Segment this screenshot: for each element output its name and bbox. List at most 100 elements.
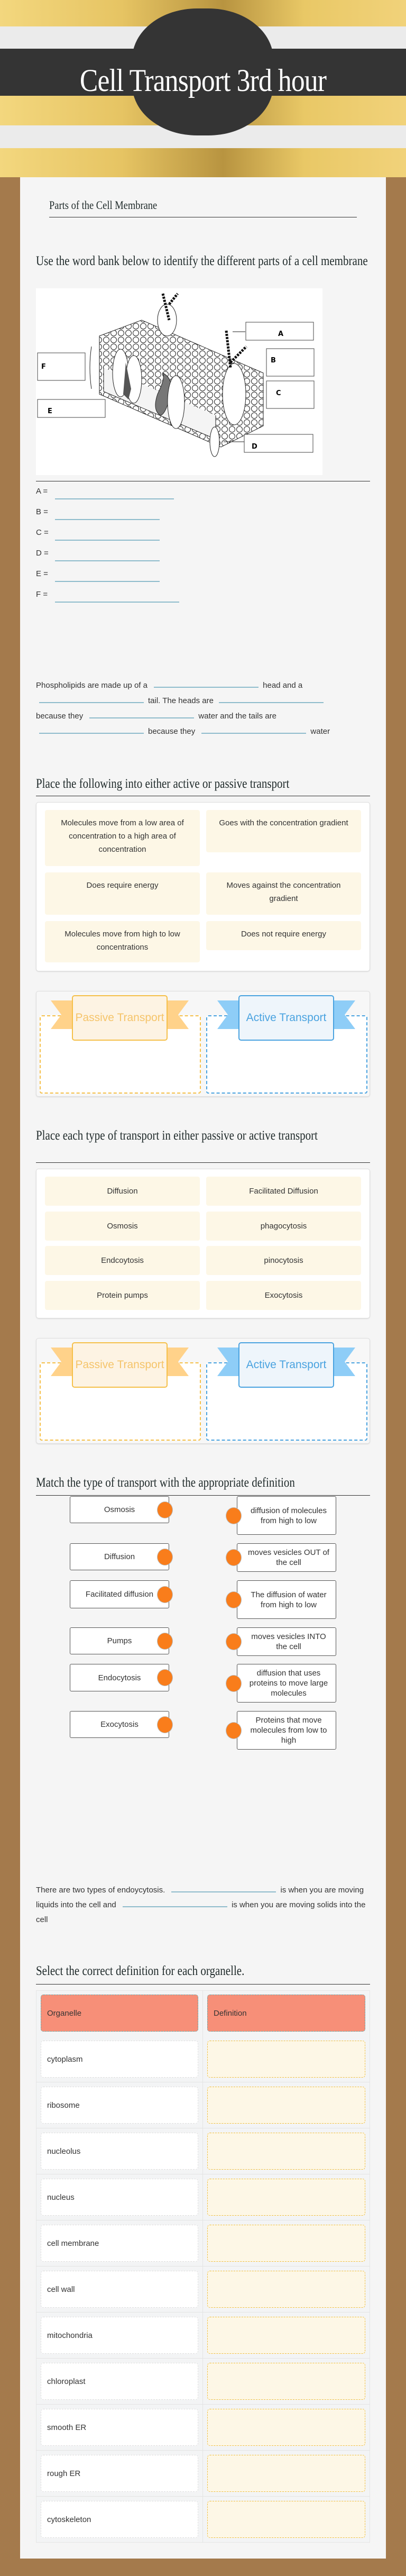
diagram-label: A: [278, 330, 283, 338]
blank-input[interactable]: [201, 724, 307, 734]
cell-membrane-diagram: A B C D E F: [36, 288, 322, 475]
answer-input[interactable]: [55, 509, 160, 520]
page-title: Cell Transport 3rd hour: [79, 63, 327, 98]
connector-handle[interactable]: [157, 1548, 173, 1565]
organelle-cell[interactable]: cell membrane: [41, 2225, 198, 2262]
match-definition[interactable]: diffusion that uses proteins to move lar…: [237, 1664, 336, 1703]
draggable-item[interactable]: Protein pumps: [45, 1280, 200, 1310]
answer-label: B =: [36, 507, 48, 516]
connector-handle[interactable]: [226, 1507, 242, 1524]
organelle-cell[interactable]: nucleus: [41, 2179, 198, 2216]
section-title: Use the word bank below to identify the …: [36, 254, 368, 268]
draggable-item[interactable]: Endcoytosis: [45, 1246, 200, 1275]
answer-input[interactable]: [55, 551, 160, 561]
connector-handle[interactable]: [226, 1633, 242, 1650]
draggable-item[interactable]: Diffusion: [45, 1177, 200, 1206]
draggable-item[interactable]: Exocytosis: [206, 1280, 361, 1310]
draggable-item[interactable]: pinocytosis: [206, 1246, 361, 1275]
definition-drop-cell[interactable]: [207, 2501, 365, 2538]
organelle-cell[interactable]: chloroplast: [41, 2363, 198, 2400]
match-definition[interactable]: moves vesicles INTO the cell: [237, 1627, 336, 1656]
row-divider: [36, 2450, 370, 2451]
match-term[interactable]: Exocytosis: [70, 1711, 169, 1738]
match-term[interactable]: Endocytosis: [70, 1664, 169, 1691]
blank-input[interactable]: [154, 678, 259, 688]
answer-input[interactable]: [55, 571, 160, 582]
definition-drop-cell[interactable]: [207, 2271, 365, 2308]
draggable-item[interactable]: Molecules move from a low area of concen…: [45, 810, 200, 866]
bin-label-passive: Passive Transport: [72, 995, 168, 1041]
draggable-item[interactable]: Goes with the concentration gradient: [206, 810, 361, 852]
connector-handle[interactable]: [157, 1501, 173, 1518]
draggable-item[interactable]: Facilitated Diffusion: [206, 1177, 361, 1206]
answer-label: A =: [36, 487, 48, 496]
blank-input[interactable]: [122, 1898, 227, 1907]
row-divider: [36, 2404, 370, 2405]
organelle-cell[interactable]: nucleolus: [41, 2133, 198, 2170]
definition-drop-cell[interactable]: [207, 2409, 365, 2446]
section-title: Select the correct definition for each o…: [36, 1964, 245, 1978]
match-definition[interactable]: moves vesicles OUT of the cell: [237, 1543, 336, 1572]
answer-label: C =: [36, 528, 49, 537]
blank-input[interactable]: [89, 709, 195, 718]
organelle-cell[interactable]: smooth ER: [41, 2409, 198, 2446]
organelle-cell[interactable]: rough ER: [41, 2455, 198, 2492]
diagram-label: F: [41, 363, 46, 371]
endocytosis-paragraph: There are two types of endoycytosis. is …: [36, 1883, 374, 1927]
match-term[interactable]: Facilitated diffusion: [70, 1580, 169, 1608]
organelle-cell[interactable]: mitochondria: [41, 2317, 198, 2354]
definition-drop-cell[interactable]: [207, 2041, 365, 2078]
match-definition[interactable]: Proteins that move molecules from low to…: [237, 1711, 336, 1750]
section-title: Parts of the Cell Membrane: [49, 198, 158, 212]
blank-input[interactable]: [171, 1883, 276, 1892]
match-term[interactable]: Diffusion: [70, 1543, 169, 1570]
section-title: Match the type of transport with the app…: [36, 1476, 295, 1490]
connector-handle[interactable]: [157, 1632, 173, 1650]
organelle-cell[interactable]: cytoskeleton: [41, 2501, 198, 2538]
connector-handle[interactable]: [157, 1716, 173, 1733]
row-divider: [36, 2358, 370, 2359]
phospholipid-paragraph: Phospholipids are made up of a head and …: [36, 678, 364, 739]
organelle-table: [36, 1990, 370, 2543]
draggable-item[interactable]: Does not require energy: [206, 921, 361, 950]
blank-input[interactable]: [39, 694, 144, 703]
connector-handle[interactable]: [226, 1549, 242, 1566]
diagram-label: B: [271, 357, 276, 365]
answer-label: E =: [36, 569, 48, 578]
draggable-item[interactable]: Does require energy: [45, 872, 200, 915]
connector-handle[interactable]: [226, 1722, 242, 1739]
connector-handle[interactable]: [226, 1674, 242, 1692]
answer-label: D =: [36, 549, 49, 558]
draggable-item[interactable]: Molecules move from high to low concentr…: [45, 921, 200, 962]
bin-label-passive: Passive Transport: [72, 1342, 168, 1388]
answer-input[interactable]: [55, 592, 179, 603]
definition-drop-cell[interactable]: [207, 2087, 365, 2124]
answer-input[interactable]: [55, 530, 160, 541]
organelle-cell[interactable]: ribosome: [41, 2087, 198, 2124]
definition-drop-cell[interactable]: [207, 2225, 365, 2262]
blank-input[interactable]: [39, 724, 144, 734]
connector-handle[interactable]: [157, 1586, 173, 1603]
bin-label-active: Active Transport: [238, 1342, 334, 1388]
blank-input[interactable]: [219, 694, 324, 703]
table-header-definition: Definition: [207, 1995, 365, 2032]
answer-input[interactable]: [55, 489, 174, 499]
definition-drop-cell[interactable]: [207, 2317, 365, 2354]
diagram-label: E: [48, 407, 52, 415]
definition-drop-cell[interactable]: [207, 2179, 365, 2216]
match-definition[interactable]: diffusion of molecules from high to low: [237, 1496, 336, 1535]
organelle-cell[interactable]: cytoplasm: [41, 2041, 198, 2078]
connector-handle[interactable]: [157, 1669, 173, 1686]
draggable-item[interactable]: Moves against the concentration gradient: [206, 872, 361, 915]
organelle-cell[interactable]: cell wall: [41, 2271, 198, 2308]
column-divider: [202, 1990, 203, 2543]
draggable-item[interactable]: Osmosis: [45, 1211, 200, 1241]
definition-drop-cell[interactable]: [207, 2363, 365, 2400]
draggable-item[interactable]: phagocytosis: [206, 1211, 361, 1241]
match-definition[interactable]: The diffusion of water from high to low: [237, 1580, 336, 1619]
connector-handle[interactable]: [226, 1591, 242, 1608]
definition-drop-cell[interactable]: [207, 2455, 365, 2492]
definition-drop-cell[interactable]: [207, 2133, 365, 2170]
match-term[interactable]: Pumps: [70, 1627, 169, 1654]
match-term[interactable]: Osmosis: [70, 1496, 169, 1523]
